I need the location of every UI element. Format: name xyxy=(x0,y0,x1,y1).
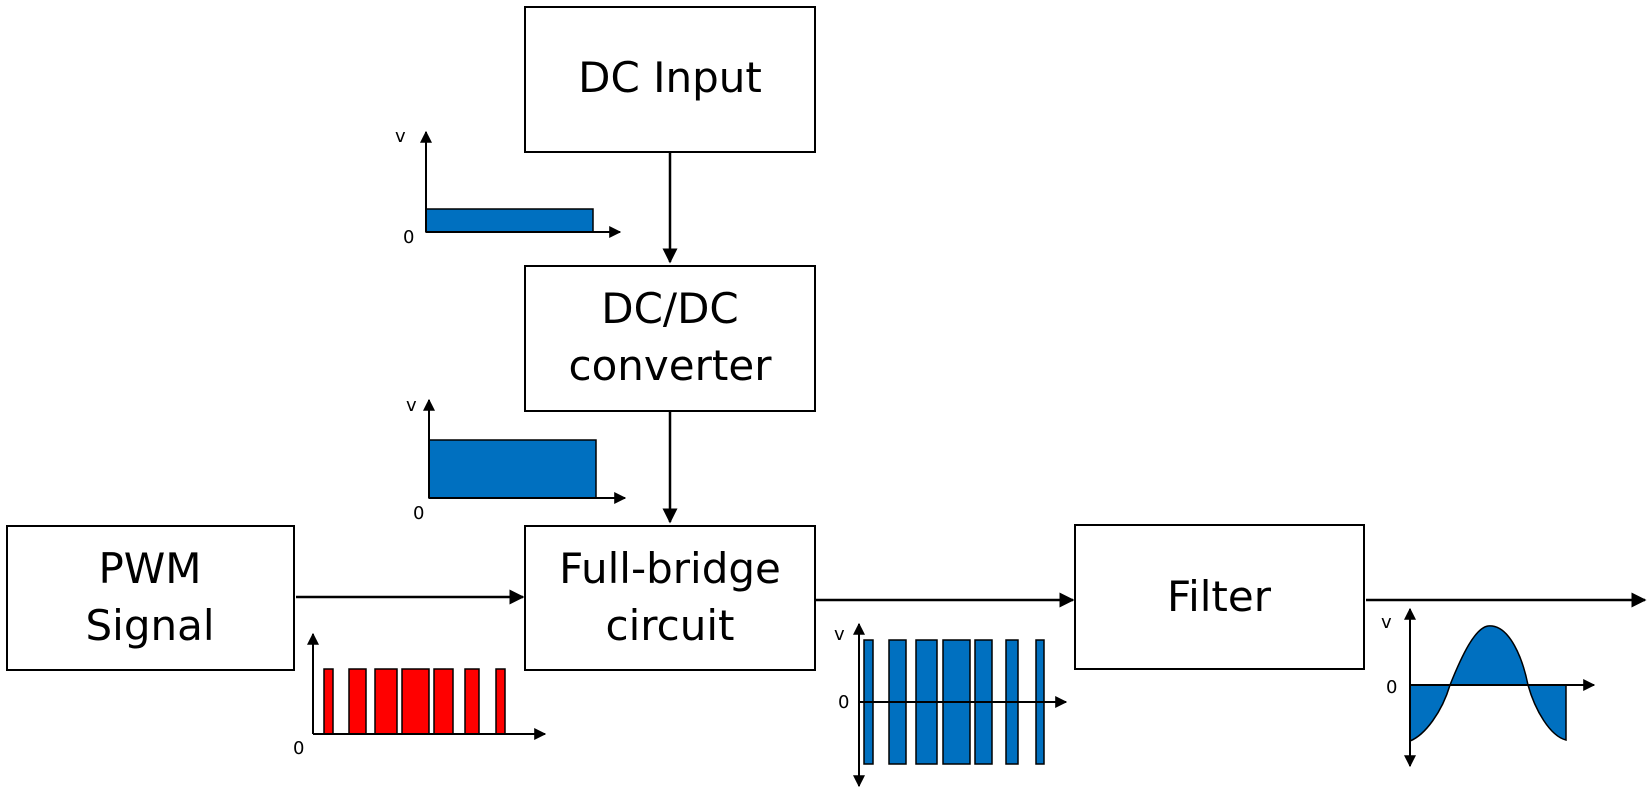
dc-dc-zero-label: 0 xyxy=(413,503,424,524)
pwm-signal-block: PWM Signal xyxy=(6,525,295,671)
pwm-pulse xyxy=(401,668,430,735)
filter-zero-label: 0 xyxy=(1386,677,1397,698)
bridge-pulse-positive xyxy=(915,639,938,703)
full-bridge-label-line1: Full-bridge xyxy=(559,544,781,593)
dc-dc-waveform: v 0 xyxy=(406,395,627,524)
full-bridge-waveform: v 0 xyxy=(834,622,1068,788)
full-bridge-block: Full-bridge circuit xyxy=(524,525,816,671)
filter-block: Filter xyxy=(1074,524,1365,670)
bridge-v-label: v xyxy=(834,624,845,645)
bridge-pulse-positive xyxy=(974,639,993,703)
bridge-pulse-positive xyxy=(1035,639,1045,703)
dc-dc-label-line2: converter xyxy=(569,341,773,390)
dc-dc-converter-block: DC/DC converter xyxy=(524,265,816,412)
pwm-pulse xyxy=(323,668,334,735)
bridge-pulse-negative xyxy=(888,701,907,765)
pwm-pulse xyxy=(348,668,367,735)
pwm-pulse xyxy=(433,668,454,735)
sine-positive-lobe xyxy=(1448,625,1529,686)
dc-dc-v-label: v xyxy=(406,395,417,416)
dc-dc-label-line1: DC/DC xyxy=(601,284,738,333)
dc-input-label: DC Input xyxy=(578,53,762,102)
full-bridge-label-line2: circuit xyxy=(606,601,735,650)
filter-label: Filter xyxy=(1167,572,1272,621)
bridge-pulse-negative xyxy=(863,701,874,765)
filter-waveform: v 0 xyxy=(1381,607,1596,768)
dc-input-block: DC Input xyxy=(524,6,816,153)
bridge-pulse-negative xyxy=(915,701,938,765)
pwm-zero-label: 0 xyxy=(293,738,304,759)
bridge-pulse-positive xyxy=(863,639,874,703)
pwm-pulse xyxy=(464,668,480,735)
pwm-label-line2: Signal xyxy=(85,601,214,650)
dc-input-waveform: v 0 xyxy=(395,126,622,248)
bridge-pulse-negative xyxy=(942,701,971,765)
dc-input-level-fill xyxy=(425,208,594,233)
filter-v-label: v xyxy=(1381,612,1392,633)
bridge-pulse-positive xyxy=(942,639,971,703)
dc-dc-level-fill xyxy=(428,439,597,499)
bridge-zero-label: 0 xyxy=(838,692,849,713)
sine-negative-lobe-left xyxy=(1409,684,1452,743)
sine-negative-lobe-right xyxy=(1527,684,1567,741)
bridge-pulse-negative xyxy=(974,701,993,765)
pwm-pulse xyxy=(495,668,506,735)
bridge-pulse-negative xyxy=(1035,701,1045,765)
dc-input-zero-label: 0 xyxy=(403,227,414,248)
dc-input-v-label: v xyxy=(395,126,406,147)
pwm-waveform: 0 xyxy=(293,632,547,759)
pwm-pulse xyxy=(374,668,398,735)
bridge-pulse-positive xyxy=(1005,639,1019,703)
bridge-pulse-positive xyxy=(888,639,907,703)
pwm-label-line1: PWM xyxy=(98,544,201,593)
bridge-pulse-negative xyxy=(1005,701,1019,765)
